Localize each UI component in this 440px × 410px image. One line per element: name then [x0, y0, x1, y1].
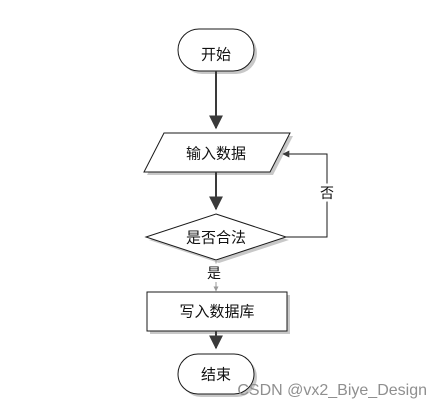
start-node: 开始	[177, 28, 257, 74]
write-label: 写入数据库	[179, 303, 254, 321]
yes-label: 是	[207, 266, 221, 282]
end-node: 结束	[177, 353, 257, 397]
start-label: 开始	[201, 46, 231, 64]
input-node: 输入数据	[143, 132, 293, 175]
end-label: 结束	[201, 366, 231, 384]
input-label: 输入数据	[186, 145, 246, 163]
decision-node: 是否合法	[144, 213, 289, 263]
decision-label: 是否合法	[186, 229, 246, 247]
no-label: 否	[320, 186, 334, 202]
write-node: 写入数据库	[146, 291, 290, 334]
watermark-text: CSDN @vx2_Biye_Design	[237, 382, 427, 399]
edge-no-loop	[282, 150, 328, 238]
